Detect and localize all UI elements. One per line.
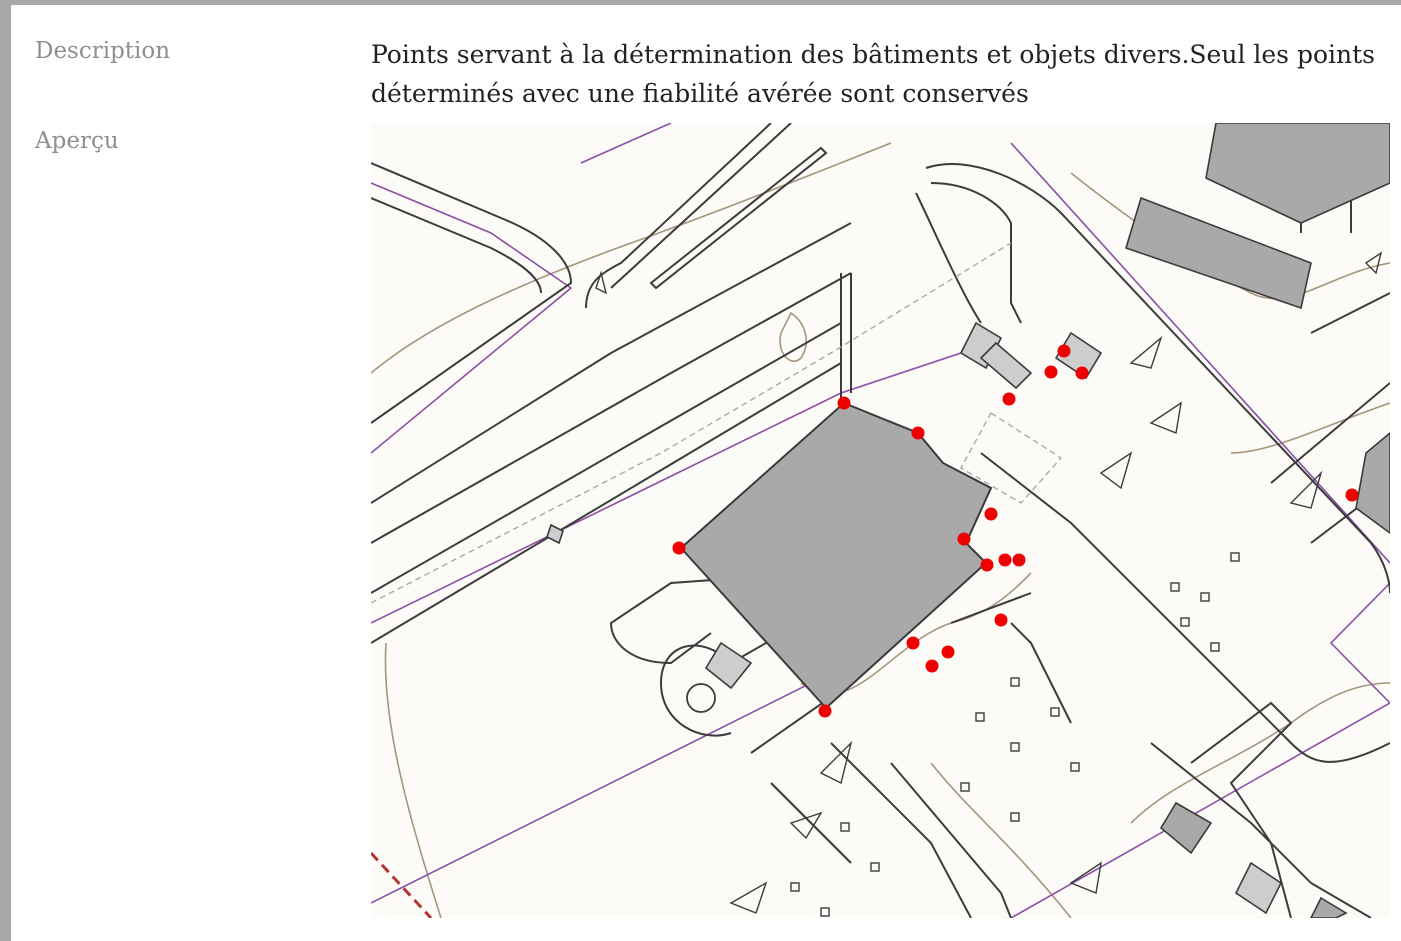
survey-point [1012, 553, 1026, 567]
survey-point [1057, 344, 1071, 358]
survey-point [911, 426, 925, 440]
survey-point [998, 553, 1012, 567]
survey-point [1002, 392, 1016, 406]
small-objects [595, 251, 1383, 917]
description-value: Points servant à la détermination des bâ… [371, 40, 1375, 108]
map-preview [371, 123, 1390, 918]
survey-point [994, 613, 1008, 627]
survey-point [957, 532, 971, 546]
survey-point [1044, 365, 1058, 379]
survey-point [672, 541, 686, 555]
survey-point [837, 396, 851, 410]
rail-line [371, 851, 433, 918]
survey-point [906, 636, 920, 650]
preview-label: Aperçu [35, 128, 119, 154]
survey-point [1345, 488, 1359, 502]
survey-point [984, 507, 998, 521]
roundabout [686, 683, 716, 713]
other-buildings [546, 123, 1390, 918]
survey-point [1075, 366, 1089, 380]
survey-point [818, 704, 832, 718]
survey-point [925, 659, 939, 673]
map-preview-svg [371, 123, 1390, 918]
contour-lines [371, 142, 1390, 918]
survey-point [941, 645, 955, 659]
description-label: Description [35, 38, 171, 64]
dashed-lines [371, 242, 1063, 604]
survey-point [980, 558, 994, 572]
survey-points [672, 344, 1359, 718]
